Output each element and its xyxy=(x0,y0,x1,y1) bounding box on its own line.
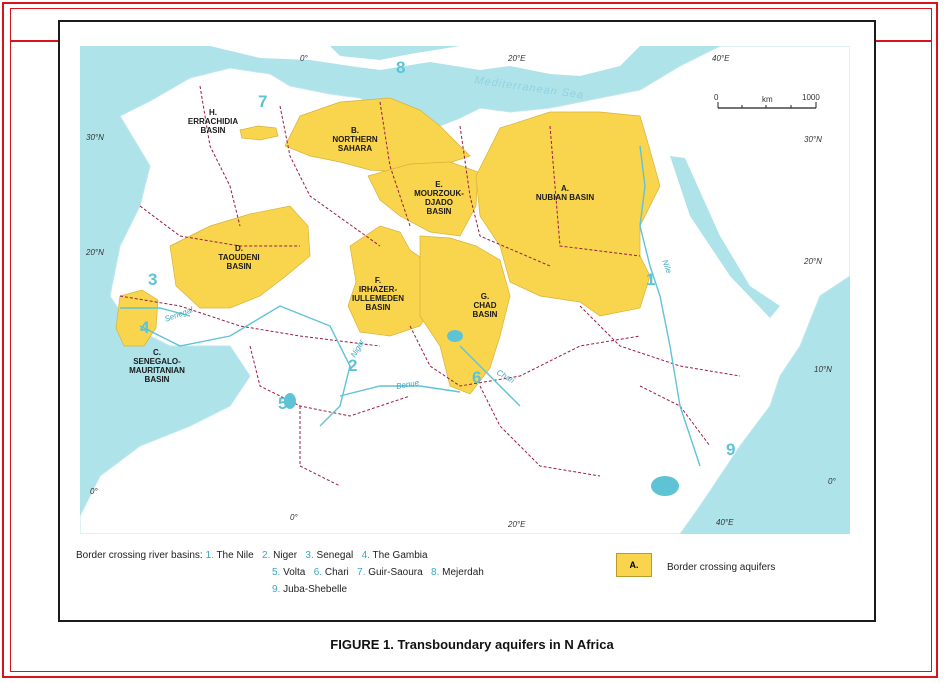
river-number-8: 8 xyxy=(396,58,406,77)
scale-end: 1000 xyxy=(802,93,820,102)
lake-victoria xyxy=(651,476,679,496)
river-number-2: 2 xyxy=(348,356,358,375)
coord-left-0: 0° xyxy=(90,487,98,496)
river-niger xyxy=(139,305,351,427)
lakes xyxy=(284,330,679,496)
aquifer-legend-label: Border crossing aquifers xyxy=(667,562,776,573)
aquifer-legend-swatch: A. xyxy=(616,553,652,577)
river-number-1: 1 xyxy=(646,270,656,289)
coord-right-30n: 30°N xyxy=(804,135,822,144)
aquifer-chad xyxy=(419,235,511,395)
coord-top-0: 0° xyxy=(300,54,308,63)
coord-bottom-20e: 20°E xyxy=(508,520,526,529)
river-number-4: 4 xyxy=(140,318,150,337)
inner-frame xyxy=(10,8,932,672)
river-chari xyxy=(459,345,521,407)
river-number-5: 5 xyxy=(278,394,288,413)
aquifer-nubian xyxy=(475,111,661,317)
scale-unit: km xyxy=(762,95,773,104)
aquifer-senegalo xyxy=(115,289,159,347)
figure-caption: FIGURE 1. Transboundary aquifers in N Af… xyxy=(330,637,614,652)
red-sea xyxy=(670,156,780,318)
river-number-3: 3 xyxy=(148,270,158,289)
land-europe xyxy=(210,46,640,76)
river-number-9: 9 xyxy=(726,440,736,459)
coord-bottom-0: 0° xyxy=(290,513,298,522)
coord-left-20n: 20°N xyxy=(86,248,104,257)
scale-bar xyxy=(717,102,817,109)
river-nile xyxy=(639,145,701,467)
lake-chad xyxy=(447,330,463,342)
aquifers xyxy=(115,97,661,395)
coord-left-30n: 30°N xyxy=(86,133,104,142)
coord-right-10n: 10°N xyxy=(814,365,832,374)
rivers xyxy=(120,145,701,467)
coord-bottom-40e: 40°E xyxy=(716,518,734,527)
lake-volta xyxy=(284,393,296,409)
legend-title: Border crossing river basins: xyxy=(76,550,203,561)
river-number-7: 7 xyxy=(258,92,268,111)
basin-label-a: A.NUBIAN BASIN xyxy=(535,184,595,202)
country-borders xyxy=(119,85,741,487)
coord-right-20n: 20°N xyxy=(804,257,822,266)
river-number-6: 6 xyxy=(472,368,482,387)
aquifer-northern-sahara xyxy=(284,97,471,173)
aquifer-mourzouk xyxy=(367,161,479,237)
coord-right-0: 0° xyxy=(828,477,836,486)
river-senegal xyxy=(120,307,191,317)
coord-top-40e: 40°E xyxy=(712,54,730,63)
north-africa-map xyxy=(80,46,850,534)
coord-top-20e: 20°E xyxy=(508,54,526,63)
river-benue xyxy=(339,385,461,397)
aquifer-errachidia xyxy=(239,125,279,141)
aquifer-taoudeni xyxy=(169,205,311,309)
scale-start: 0 xyxy=(714,93,719,102)
